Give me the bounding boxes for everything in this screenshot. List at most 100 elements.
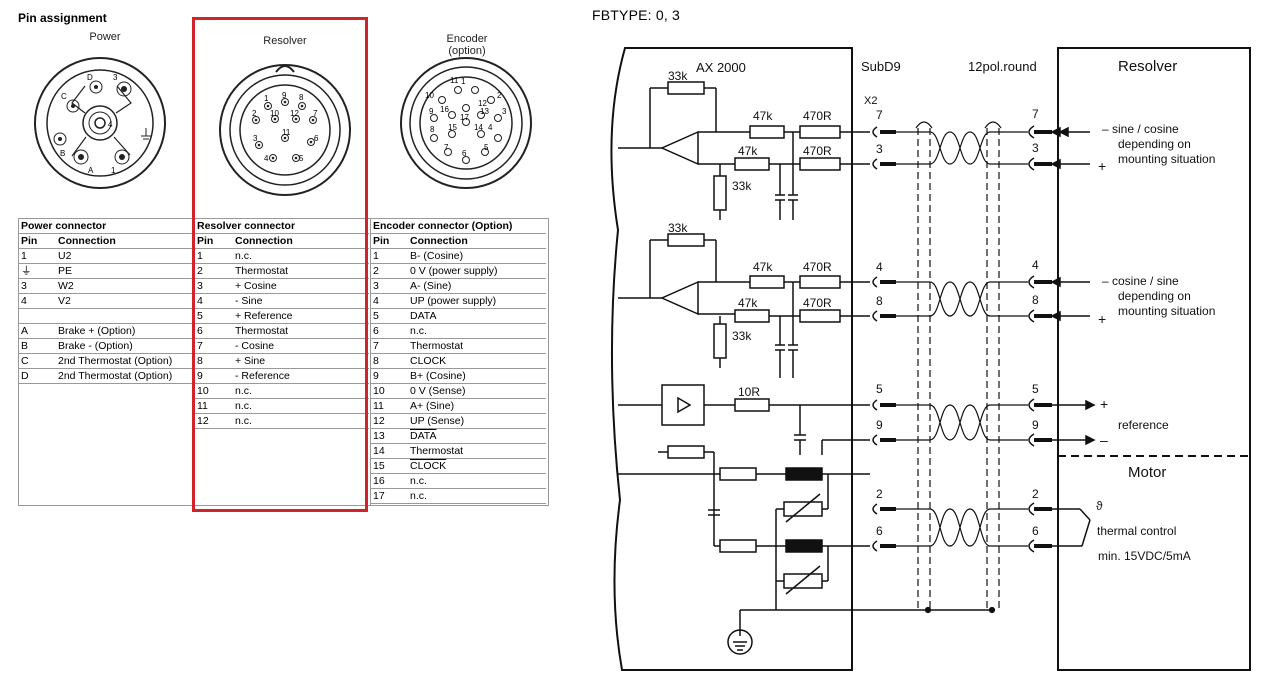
pin-cell: 12 [371, 413, 408, 429]
resolver-pin-label: 3 [253, 134, 258, 143]
pin-table-frame [18, 218, 549, 506]
table-row: 8+ Sine [195, 353, 369, 369]
pin-cell: 15 [371, 458, 408, 474]
subd-pin-number: 3 [876, 142, 883, 156]
signal-arrows [1050, 126, 1096, 547]
connection-cell: Thermostat [233, 323, 369, 339]
plus-sign: + [1098, 311, 1106, 327]
col-header: Pin [371, 233, 408, 249]
resistor-label: 470R [803, 260, 832, 274]
resolver-pin-label: 2 [252, 109, 257, 118]
encoder-label-line1: Encoder [446, 33, 488, 45]
round-pin-number: 6 [1032, 524, 1039, 538]
ax2000-box [610, 47, 853, 671]
encoder-label-line2: (option) [448, 45, 486, 57]
col-header: Connection [408, 233, 546, 249]
encoder-pin-label: 4 [488, 123, 493, 132]
connection-cell: UP (Sense) [408, 413, 546, 429]
table-row: 4- Sine [195, 293, 369, 309]
col-header: Connection [56, 233, 194, 249]
connection-cell: DATA [408, 428, 546, 444]
table-row: 7- Cosine [195, 338, 369, 354]
resolver-pin-label: 5 [299, 154, 304, 163]
resolver-connector-label: Resolver [263, 35, 307, 47]
connection-cell: - Cosine [233, 338, 369, 354]
table-title: Encoder connector (Option) [371, 219, 546, 234]
resolver-pin-label: 10 [270, 109, 279, 118]
connection-cell: CLOCK [408, 458, 546, 474]
connection-cell [56, 308, 194, 324]
pin-cell: 8 [371, 353, 408, 369]
minus-sign: – [1100, 432, 1108, 448]
opamp-2 [618, 233, 870, 378]
x2-label: X2 [864, 95, 877, 107]
pin-cell: 11 [371, 398, 408, 414]
connection-cell: + Cosine [233, 278, 369, 294]
signal-label: depending on [1118, 137, 1191, 151]
pin-cell: 7 [371, 338, 408, 354]
subd9-pins [872, 126, 896, 552]
subd-pin-number: 6 [876, 524, 883, 538]
encoder-pin-label: 15 [448, 123, 457, 132]
reference-buffer [618, 384, 870, 455]
round-pin-number: 5 [1032, 382, 1039, 396]
page-title: Pin assignment [18, 11, 107, 25]
ax2000-label: AX 2000 [696, 60, 746, 75]
col-header: Pin [195, 233, 233, 249]
col-header: Connection [233, 233, 369, 249]
connection-cell: Thermostat [233, 263, 369, 279]
power-pin-label: A [88, 166, 94, 175]
pin-cell: 14 [371, 443, 408, 459]
resolver-pin-label: 7 [313, 109, 318, 118]
connection-cell: V2 [56, 293, 194, 309]
signal-label: depending on [1118, 289, 1191, 303]
power-connector-label: Power [89, 31, 121, 43]
encoder-pin-label: 7 [444, 143, 449, 152]
pin-cell: 9 [371, 368, 408, 384]
pin-cell: D [19, 368, 56, 384]
pin-cell: ⏚ [19, 263, 56, 279]
connection-cell: 0 V (Sense) [408, 383, 546, 399]
table-row: 3+ Cosine [195, 278, 369, 294]
round-pin-number: 7 [1032, 107, 1039, 121]
pin-cell: 7 [195, 338, 233, 354]
table-row: ⏚PE [19, 263, 194, 279]
power-pin-label: B [60, 149, 65, 158]
motor-box-label: Motor [1128, 464, 1166, 481]
power-pin-label: 1 [111, 166, 116, 175]
pin-cell: 11 [195, 398, 233, 414]
signal-label: mounting situation [1118, 304, 1215, 318]
resolver-pin-label: 12 [290, 109, 299, 118]
pin-cell: 10 [371, 383, 408, 399]
resistor-label: 470R [803, 109, 832, 123]
table-row: 5+ Reference [195, 308, 369, 324]
round-pin-number: 3 [1032, 141, 1039, 155]
pin-cell: 16 [371, 473, 408, 489]
encoder-pin-label: 9 [429, 107, 434, 116]
pin-cell: 3 [195, 278, 233, 294]
subd-pin-number: 4 [876, 260, 883, 274]
wiring-schematic: AX 2000 SubD9 12pol.round Resolver Motor… [610, 47, 1251, 671]
connection-cell: Brake + (Option) [56, 323, 194, 339]
encoder-pin-label: 10 [425, 91, 434, 100]
connection-cell: B- (Cosine) [408, 248, 546, 264]
table-title: Power connector [19, 219, 194, 234]
pin-cell: 13 [371, 428, 408, 444]
